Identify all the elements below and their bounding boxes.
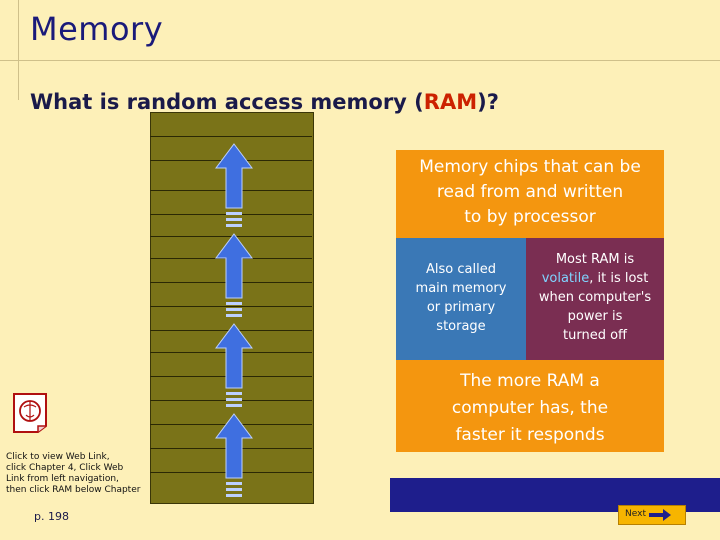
alias-line: main memory [415,281,507,296]
performance-box: The more RAM a computer has, the faster … [396,360,664,452]
ram-cell-divider [150,136,312,137]
alias-line: storage [436,319,486,334]
next-button[interactable]: Next [618,505,686,525]
up-arrow-icon [215,323,253,407]
header-band [0,0,720,64]
subtitle-end: )? [477,90,499,114]
volatile-line: when computer's [538,290,652,305]
subtitle-highlight: RAM [423,90,478,114]
definition-line: to by processor [464,207,596,227]
definition-line: Memory chips that can be [419,157,641,177]
volatile-rest: , it is lost [589,271,649,286]
performance-line: computer has, the [451,398,609,418]
page-title: Memory [30,10,164,48]
ram-cell-divider [150,236,312,237]
performance-line: The more RAM a [460,371,600,391]
subtitle-text: What is random access memory ( [30,90,424,114]
up-arrow-icon [215,143,253,227]
volatile-line: volatile, it is lost [526,269,664,288]
web-link-line: click Chapter 4, Click Web [6,463,124,473]
alias-line: or primary [426,300,496,315]
vertical-rule [18,0,19,100]
volatile-box: Most RAM is volatile, it is lost when co… [526,238,664,360]
page-number: p. 198 [34,510,69,523]
header-rule-right [478,60,720,61]
volatile-line: turned off [563,328,627,343]
performance-line: faster it responds [455,425,605,445]
volatile-highlight: volatile [541,271,590,286]
alias-box: Also called main memory or primary stora… [396,238,526,360]
web-link-line: then click RAM below Chapter [6,485,141,495]
ram-cell-divider [150,306,312,307]
web-link-line: Link from left navigation, [6,474,119,484]
header-rule [0,60,478,61]
web-link-icon[interactable] [12,392,48,434]
definition-line: read from and written [436,182,624,202]
web-link-instructions[interactable]: Click to view Web Link, click Chapter 4,… [6,452,146,496]
next-arrow-icon [649,509,671,521]
definition-box: Memory chips that can be read from and w… [396,150,664,238]
subtitle: What is random access memory (RAM)? [30,90,499,114]
volatile-line: power is [567,309,623,324]
alias-line: Also called [426,262,496,277]
volatile-line: Most RAM is [555,252,635,267]
up-arrow-icon [215,413,253,497]
web-link-line: Click to view Web Link, [6,452,110,462]
up-arrow-icon [215,233,253,317]
next-label: Next [625,509,646,519]
